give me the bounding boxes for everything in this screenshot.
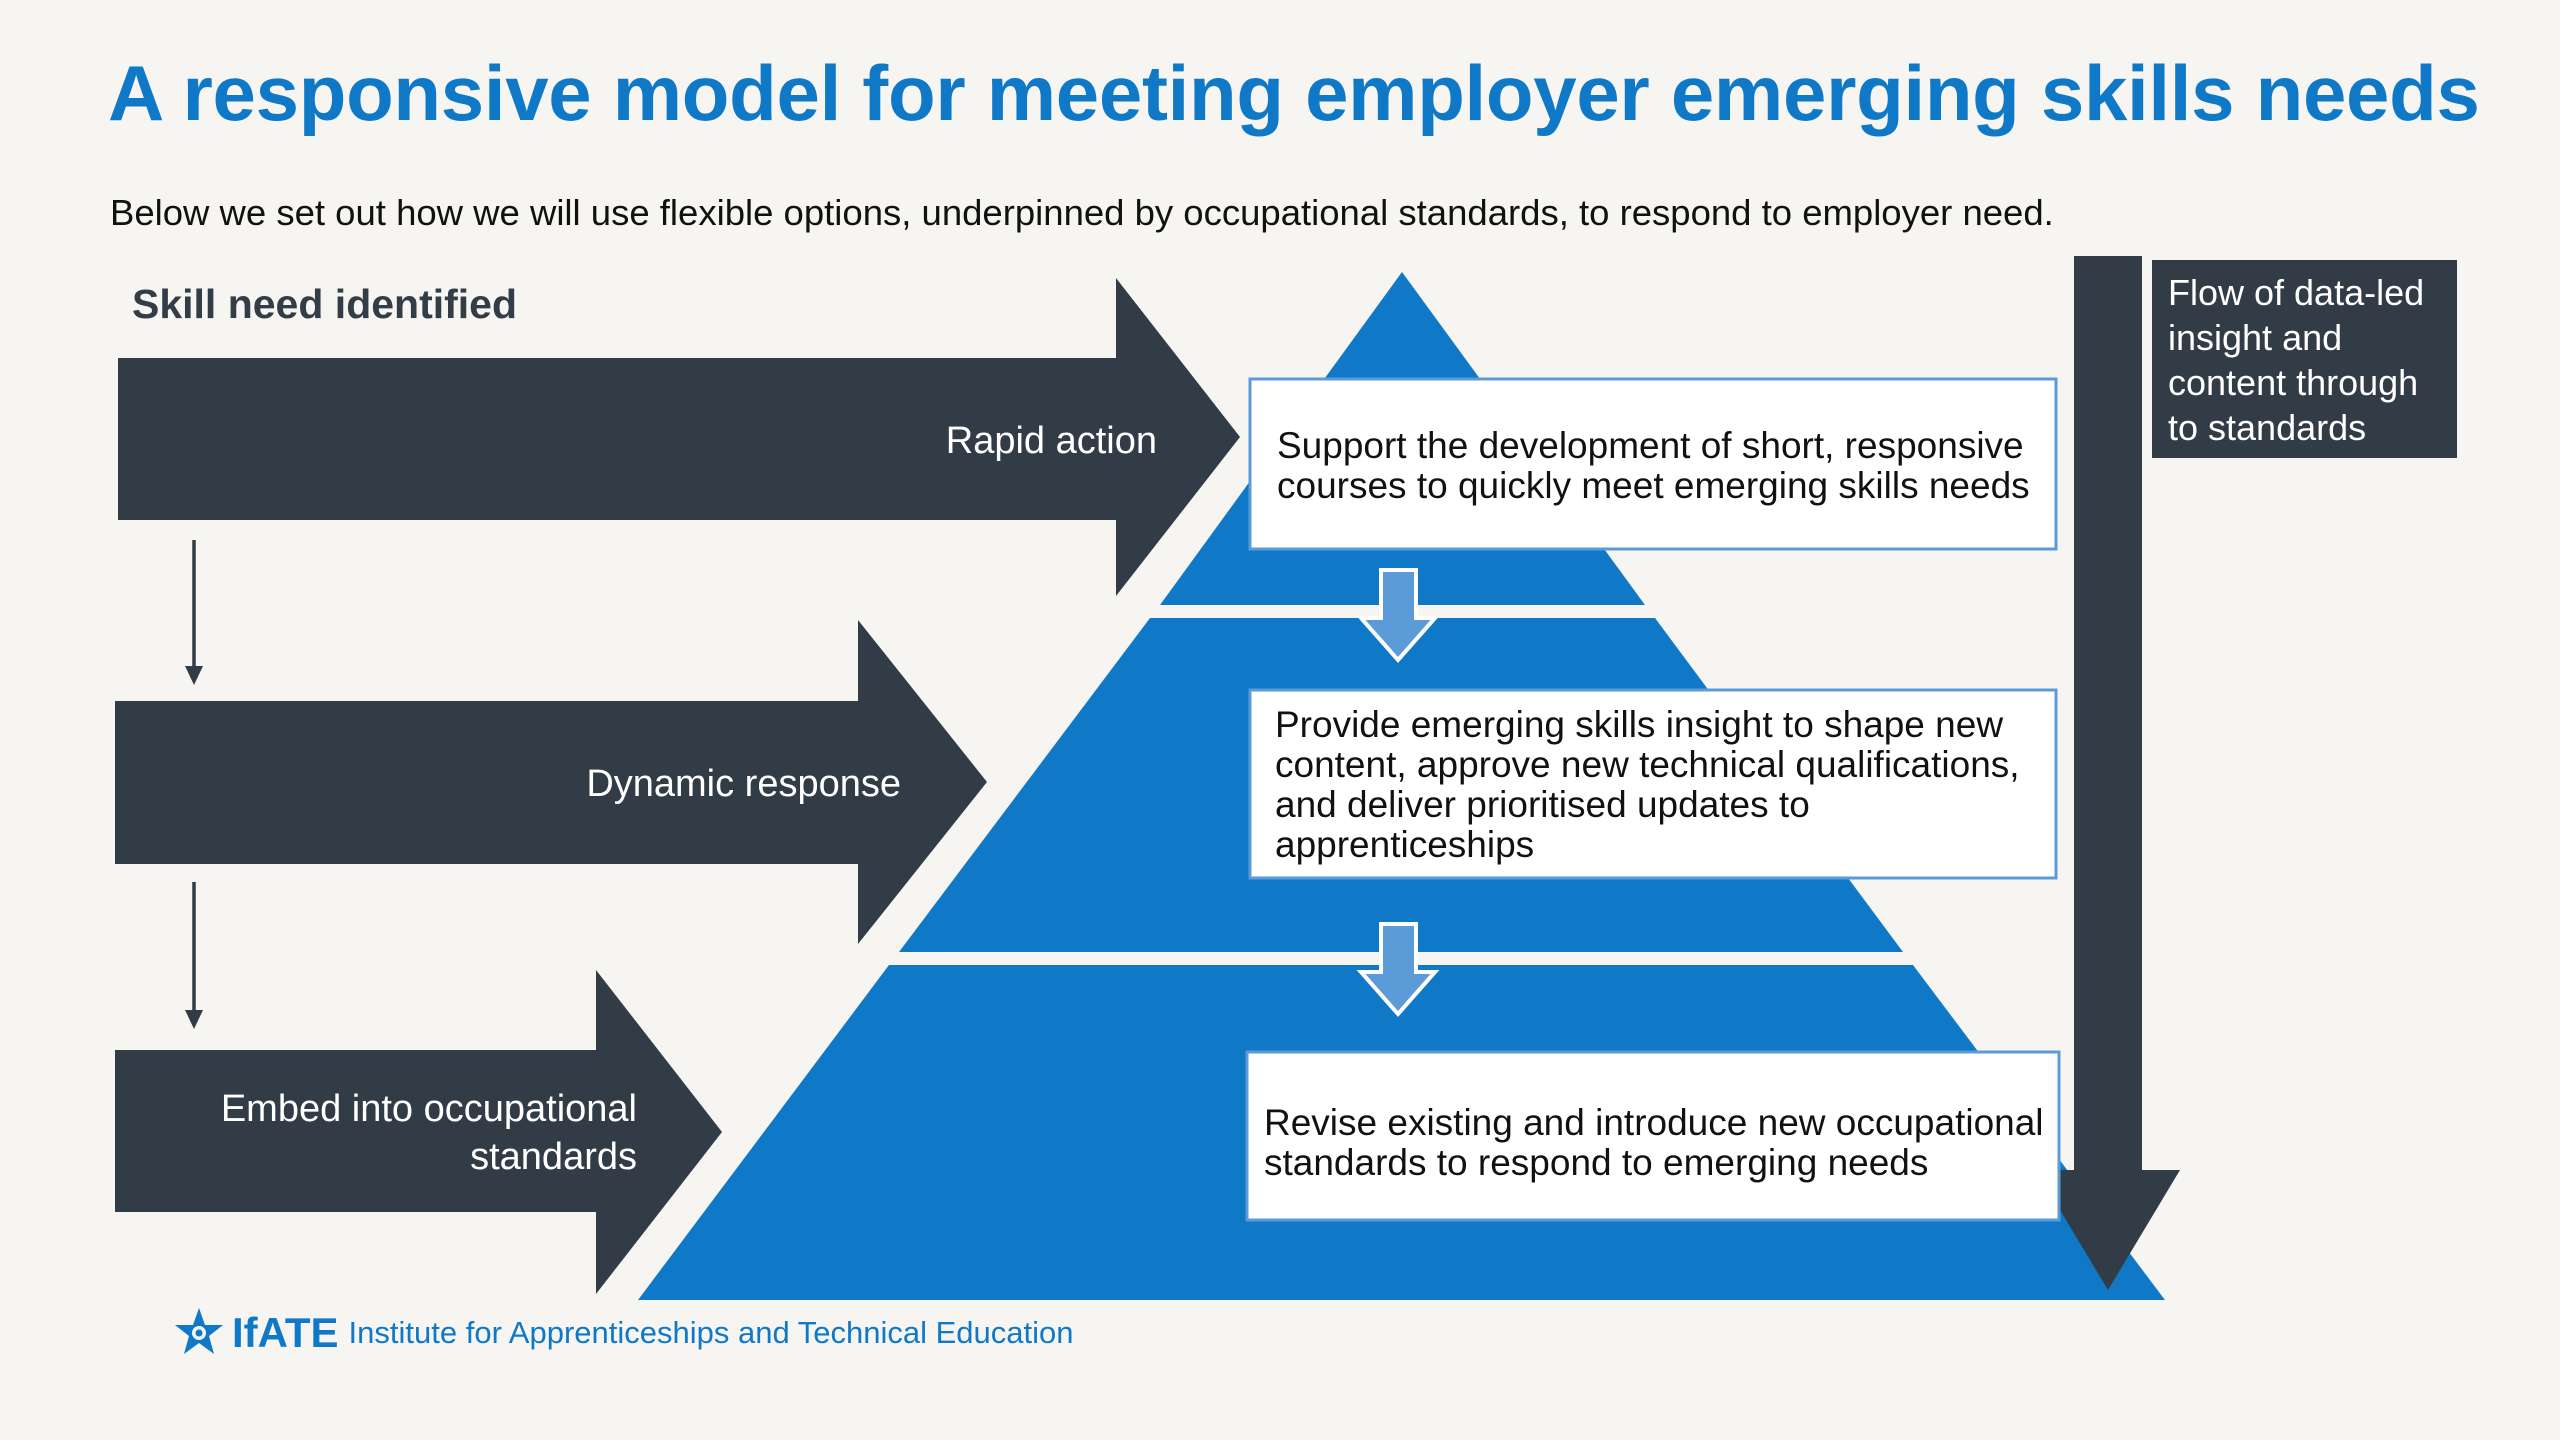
flow-label-line-4: to standards bbox=[2168, 407, 2366, 448]
flow-label-line-2: insight and bbox=[2168, 317, 2342, 358]
footer-abbreviation: IfATE bbox=[232, 1309, 339, 1356]
slide-title: A responsive model for meeting employer … bbox=[108, 49, 2480, 137]
callout-box-bottom bbox=[1245, 1050, 2061, 1222]
callout-box-top bbox=[1248, 377, 2058, 551]
callout-text-bottom: Revise existing and introduce new occupa… bbox=[1264, 1102, 2044, 1183]
flow-label-text: Flow of data-led insight and content thr… bbox=[2168, 272, 2424, 448]
embed-standards-label-line-1: Embed into occupational bbox=[221, 1088, 637, 1130]
callout-middle-line-4: apprenticeships bbox=[1275, 824, 1534, 865]
tier-down-arrow-2 bbox=[1356, 922, 1440, 1018]
callout-middle-line-2: content, approve new technical qualifica… bbox=[1275, 744, 2020, 785]
data-flow-arrow bbox=[2036, 256, 2180, 1290]
down-arrow-left-1 bbox=[185, 540, 203, 685]
callout-text-top: Support the development of short, respon… bbox=[1277, 425, 2030, 506]
dynamic-response-label: Dynamic response bbox=[586, 763, 901, 805]
dynamic-response-label-line: Dynamic response bbox=[586, 763, 901, 805]
rapid-action-label-line: Rapid action bbox=[946, 420, 1157, 462]
dynamic-response-arrow bbox=[115, 620, 987, 944]
callout-top-line-1: Support the development of short, respon… bbox=[1277, 425, 2024, 466]
footer-logo: IfATE Institute for Apprenticeships and … bbox=[172, 1306, 1074, 1360]
callout-text-middle: Provide emerging skills insight to shape… bbox=[1275, 704, 2020, 865]
down-arrow-left-2 bbox=[185, 882, 203, 1029]
flow-label-line-3: content through bbox=[2168, 362, 2418, 403]
callout-middle-line-1: Provide emerging skills insight to shape… bbox=[1275, 704, 2003, 745]
callout-bottom-line-1: Revise existing and introduce new occupa… bbox=[1264, 1102, 2044, 1143]
callout-middle-line-3: and deliver prioritised updates to bbox=[1275, 784, 1810, 825]
flow-label-line-1: Flow of data-led bbox=[2168, 272, 2424, 313]
flow-label-box bbox=[2152, 260, 2457, 458]
callout-box-middle bbox=[1248, 688, 2058, 880]
embed-standards-label-line-2: standards bbox=[470, 1136, 637, 1178]
callout-bottom-line-2: standards to respond to emerging needs bbox=[1264, 1142, 1928, 1183]
embed-standards-label: Embed into occupational standards bbox=[221, 1088, 637, 1178]
star-icon bbox=[175, 1308, 223, 1354]
rapid-action-label: Rapid action bbox=[946, 420, 1157, 462]
tier-down-arrow-1 bbox=[1356, 568, 1440, 664]
callout-top-line-2: courses to quickly meet emerging skills … bbox=[1277, 465, 2030, 506]
embed-standards-arrow bbox=[115, 970, 722, 1294]
footer-organisation-name: Institute for Apprenticeships and Techni… bbox=[348, 1315, 1074, 1350]
skill-need-heading: Skill need identified bbox=[132, 281, 517, 327]
slide-subtitle: Below we set out how we will use flexibl… bbox=[110, 192, 2054, 233]
rapid-action-arrow bbox=[118, 278, 1240, 596]
